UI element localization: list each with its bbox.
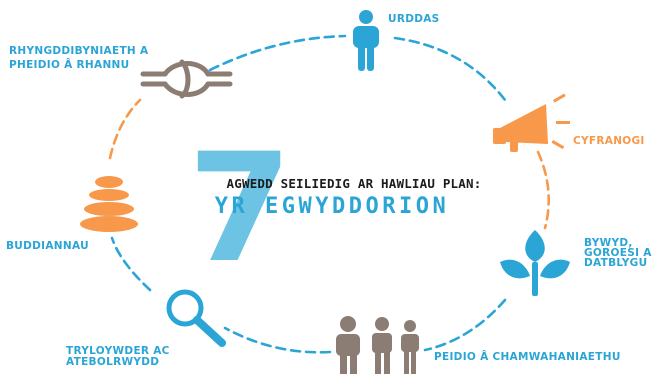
label-bywyd: BYWYD, GOROESI A DATBLYGU (584, 237, 652, 269)
label-line: DATBLYGU (584, 257, 648, 269)
arc-right-upper (536, 150, 550, 230)
center-title-line2: YR EGWYDDORION (215, 194, 449, 219)
label-tryloywder: TRYLOYWDER AC ATEBOLRWYDD (66, 346, 170, 367)
label-line: RHYNGDDIBYNIAETH A (9, 45, 149, 57)
arc-bottom (223, 326, 332, 354)
label-cyfranogi: CYFRANOGI (573, 136, 645, 147)
arc-left-lower (110, 236, 152, 292)
arc-left-upper (108, 98, 142, 160)
label-line: BYWYD, (584, 237, 633, 249)
arc-top-left (208, 34, 347, 72)
label-peidio-chamwahaniaethu: PEIDIO Â CHAMWAHANIAETHU (434, 352, 621, 363)
center-number: 7 (188, 122, 292, 296)
label-rhyngddibyniaeth: RHYNGDDIBYNIAETH A PHEIDIO Â RHANNU (9, 44, 148, 72)
arc-top-right (393, 36, 507, 102)
label-line: GOROESI A (584, 247, 652, 259)
label-line: PHEIDIO Â RHANNU (9, 59, 130, 71)
balance-stones-icon (80, 176, 138, 232)
label-urddas: URDDAS (388, 14, 440, 25)
magnifier-icon (166, 289, 226, 347)
reef-knot-icon (140, 59, 233, 99)
person-icon (353, 10, 379, 71)
center-title-line1: AGWEDD SEILIEDIG AR HAWLIAU PLAN: (227, 176, 482, 191)
arc-right-lower (423, 298, 507, 352)
connecting-circle (108, 34, 550, 354)
label-line: BUDDIANNAU (6, 240, 89, 252)
people-group-icon (336, 316, 419, 374)
label-line: CYFRANOGI (573, 135, 645, 147)
megaphone-icon (493, 93, 570, 152)
label-line: TRYLOYWDER AC (66, 345, 170, 357)
label-buddiannau: BUDDIANNAU (6, 241, 89, 252)
label-line: ATEBOLRWYDD (66, 355, 160, 368)
label-line: PEIDIO Â CHAMWAHANIAETHU (434, 351, 621, 363)
label-line: URDDAS (388, 13, 440, 25)
sprout-icon (500, 230, 570, 296)
